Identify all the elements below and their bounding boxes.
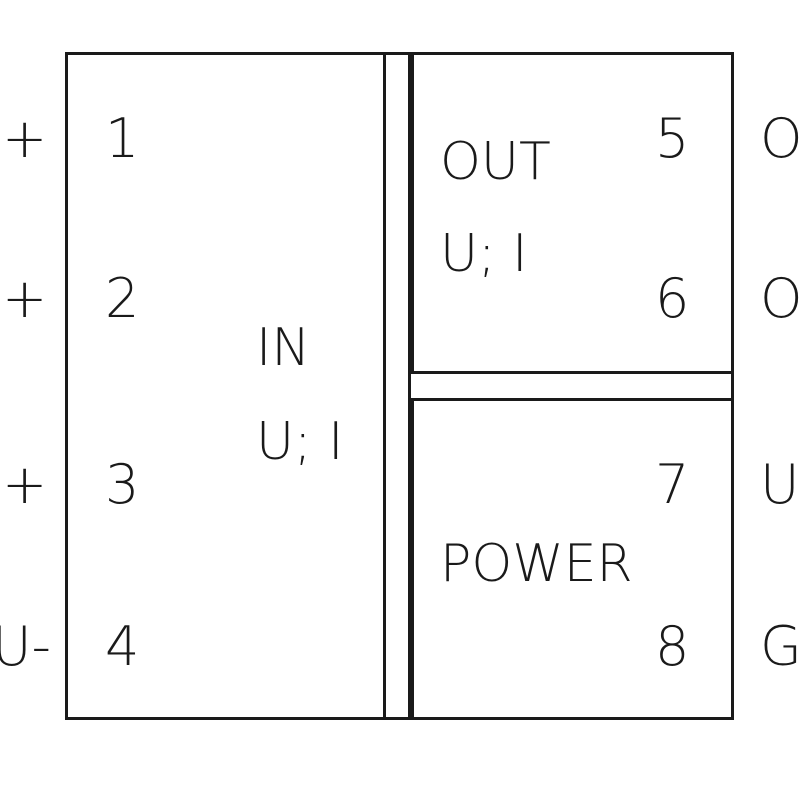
in-block-title: IN xyxy=(256,318,311,378)
right-label-5: O xyxy=(760,107,800,170)
power-block xyxy=(411,398,734,720)
out-block-subtitle: U; I xyxy=(440,224,528,284)
left-label-1: + xyxy=(2,107,48,170)
right-label-7: U xyxy=(760,453,800,516)
left-label-4: U- xyxy=(0,615,52,678)
right-label-8: G xyxy=(760,615,800,678)
terminal-2: 2 xyxy=(105,267,140,330)
block-divider-vertical xyxy=(386,52,411,720)
left-label-3: + xyxy=(2,453,48,516)
in-block xyxy=(65,52,386,720)
terminal-7: 7 xyxy=(655,453,690,516)
out-block-title: OUT xyxy=(440,132,551,192)
terminal-8: 8 xyxy=(655,615,690,678)
terminal-6: 6 xyxy=(655,267,690,330)
terminal-3: 3 xyxy=(105,453,140,516)
power-block-title: POWER xyxy=(440,534,633,594)
left-label-2: + xyxy=(2,267,48,330)
terminal-4: 4 xyxy=(105,615,140,678)
block-divider-horizontal xyxy=(411,374,734,398)
in-block-subtitle: U; I xyxy=(256,412,344,472)
out-block xyxy=(411,52,734,374)
terminal-1: 1 xyxy=(105,107,140,170)
terminal-5: 5 xyxy=(655,107,690,170)
right-label-6: O xyxy=(760,267,800,330)
